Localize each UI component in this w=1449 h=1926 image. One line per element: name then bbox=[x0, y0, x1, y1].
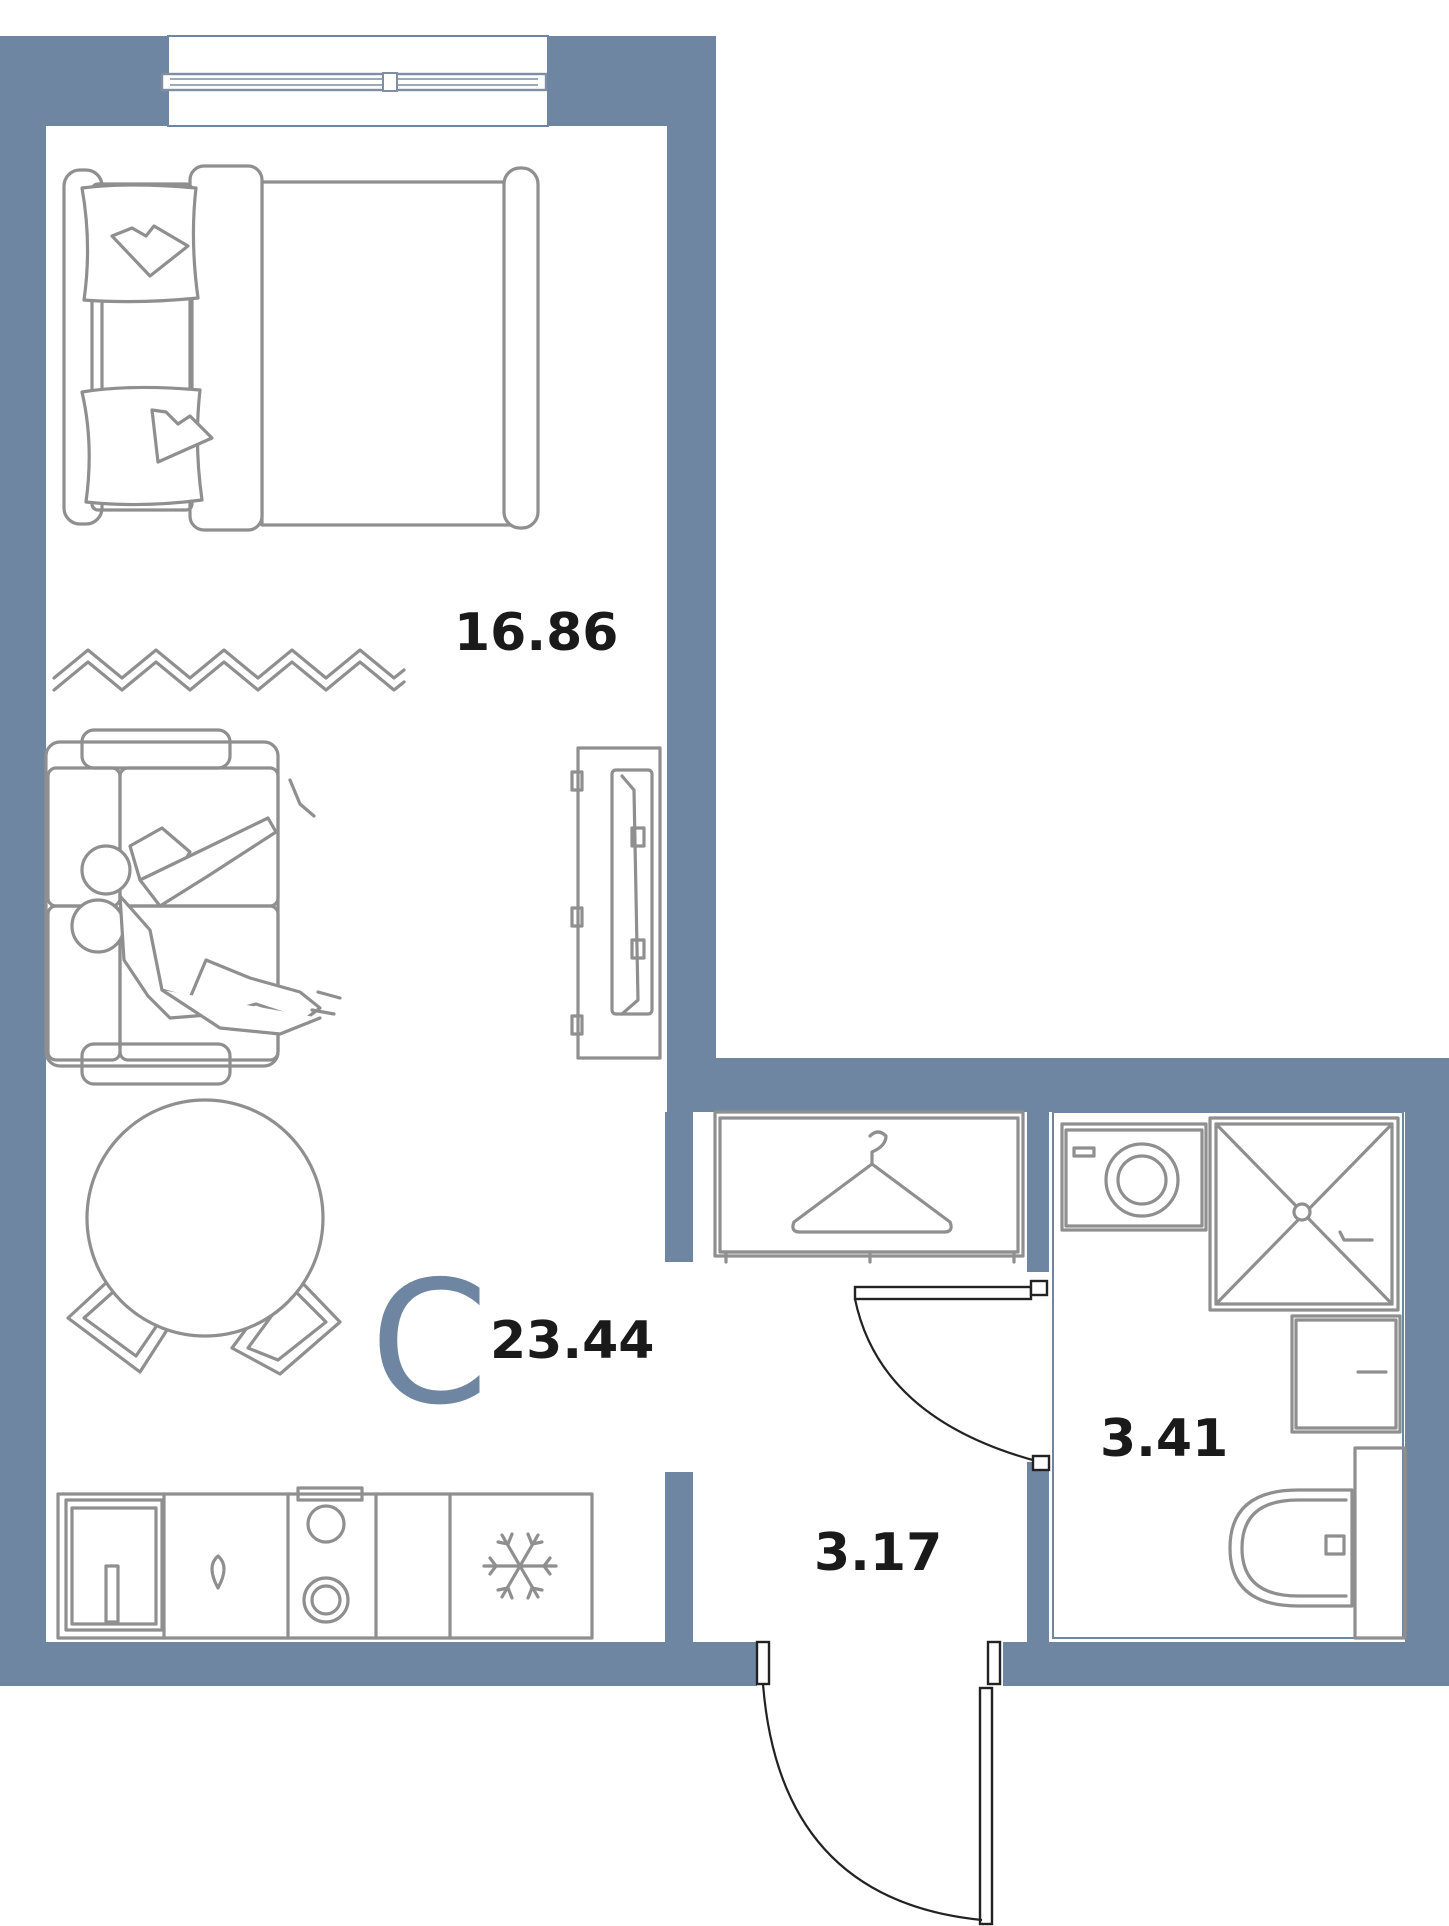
living-room-area: 16.86 bbox=[454, 603, 618, 663]
wall-top-right bbox=[548, 36, 716, 126]
bathroom-area: 3.41 bbox=[1100, 1409, 1228, 1469]
rug-edge bbox=[52, 648, 406, 680]
bed bbox=[62, 164, 540, 532]
wall-top-left bbox=[0, 36, 168, 126]
wall-bath-left-lower bbox=[1027, 1462, 1049, 1642]
bathroom-fixtures bbox=[1052, 1111, 1407, 1640]
wall-stub-lower bbox=[665, 1472, 693, 1642]
wall-closet-pier bbox=[665, 1112, 693, 1262]
wall-bottom-right bbox=[1003, 1642, 1449, 1686]
rug-edge-inner bbox=[52, 660, 406, 692]
wall-far-right bbox=[1405, 1058, 1449, 1686]
total-area: 23.44 bbox=[490, 1311, 654, 1371]
kitchen-counter bbox=[56, 1486, 594, 1640]
people-figures bbox=[70, 778, 342, 1036]
closet-door bbox=[853, 1279, 1051, 1472]
hallway-area: 3.17 bbox=[814, 1523, 942, 1583]
sofa bbox=[44, 728, 280, 1086]
wall-right-upper bbox=[667, 126, 716, 1060]
apartment-type-letter: С bbox=[370, 1245, 489, 1443]
snowflake-icon bbox=[482, 1532, 558, 1600]
window bbox=[160, 35, 549, 127]
wall-bath-left-upper bbox=[1027, 1112, 1049, 1272]
walls bbox=[0, 36, 1449, 1686]
dining-table bbox=[66, 1098, 342, 1376]
entrance-door bbox=[755, 1640, 1002, 1926]
tv-unit bbox=[570, 746, 662, 1060]
wall-corridor-top bbox=[667, 1058, 1449, 1112]
wall-left bbox=[0, 126, 46, 1686]
wall-bottom-left bbox=[0, 1642, 757, 1686]
wardrobe bbox=[713, 1110, 1025, 1264]
